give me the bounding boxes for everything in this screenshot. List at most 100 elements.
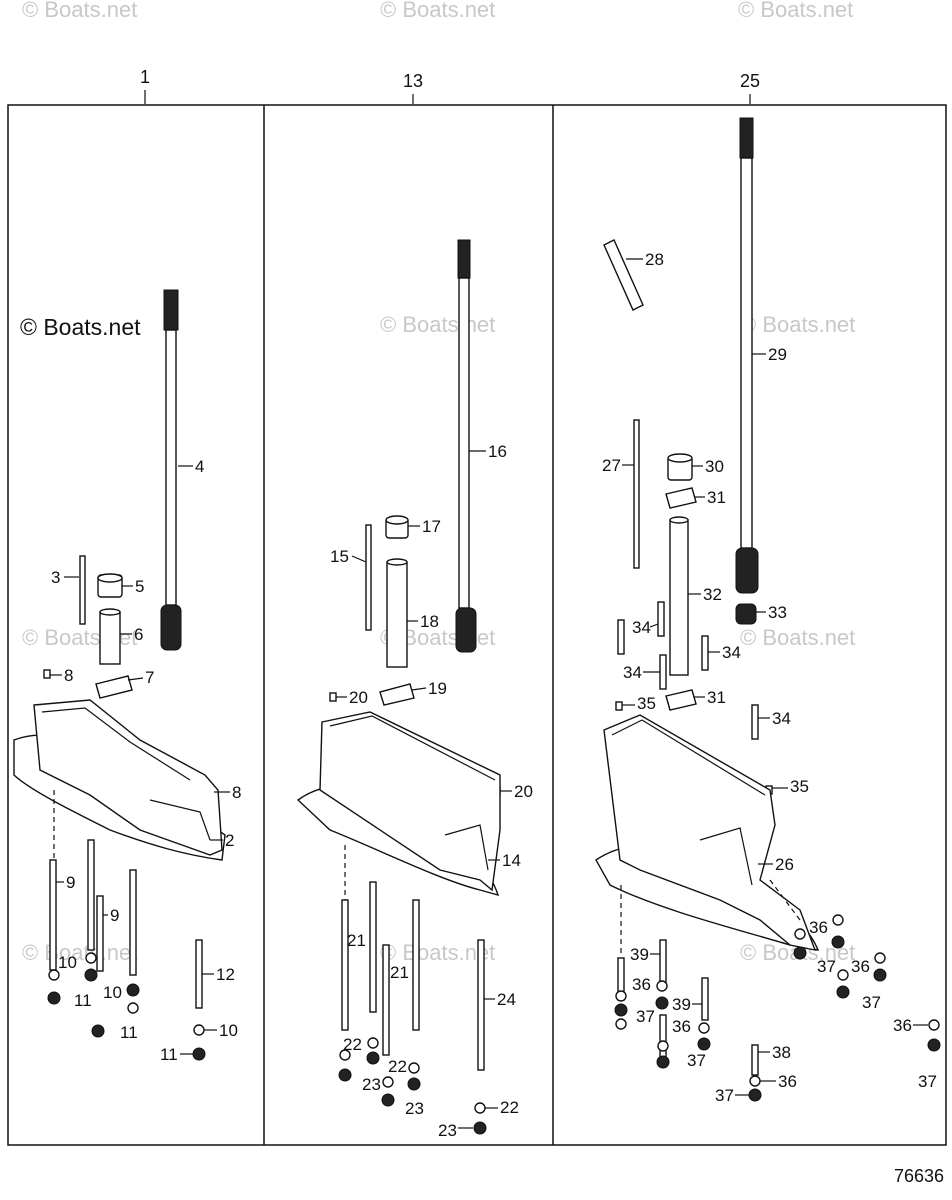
callout-21: 21 (347, 931, 366, 950)
figure-number: 76636 (894, 1166, 944, 1186)
callout-33: 33 (768, 603, 787, 622)
nut-37 (697, 1037, 711, 1051)
driveshaft-4 (160, 289, 182, 651)
stud-9 (129, 869, 137, 976)
callout-35: 35 (790, 777, 809, 796)
watermark-text: © Boats.net (380, 0, 495, 22)
watermark-text: © Boats.net (740, 625, 855, 650)
callout-11: 11 (160, 1045, 178, 1064)
callout-11: 11 (120, 1023, 138, 1042)
tube-6 (99, 611, 121, 665)
washer-22 (408, 1062, 420, 1074)
stud-9 (49, 859, 57, 971)
callout-11: 11 (74, 991, 92, 1010)
callout-36: 36 (893, 1016, 912, 1035)
callout-31: 31 (707, 488, 726, 507)
callout-20: 20 (349, 688, 368, 707)
callout-29: 29 (768, 345, 787, 364)
panel-headers: 1 13 25 (140, 67, 760, 104)
stud-12 (195, 939, 203, 1009)
callout-17: 17 (422, 517, 441, 536)
callout-36: 36 (851, 957, 870, 976)
watermark-text: © Boats.net (380, 312, 495, 337)
callout-3: 3 (51, 568, 60, 587)
callout-38: 38 (772, 1043, 791, 1062)
nut-11 (47, 991, 61, 1005)
driveshaft-housing-14 (296, 711, 501, 897)
nut-23 (473, 1121, 487, 1135)
nut-11 (91, 1024, 105, 1038)
callout-8: 8 (64, 666, 73, 685)
washer-36 (837, 969, 849, 981)
callout-14: 14 (502, 851, 521, 870)
nut-37 (655, 996, 669, 1010)
washer-36 (615, 1018, 627, 1030)
callout-37: 37 (687, 1051, 706, 1070)
callout-8: 8 (232, 783, 241, 802)
nut-23 (407, 1077, 421, 1091)
callout-19: 19 (428, 679, 447, 698)
callout-36: 36 (632, 975, 651, 994)
stud-21 (341, 899, 349, 1031)
callout-2: 2 (225, 831, 234, 850)
nut-11 (192, 1047, 206, 1061)
callout-36: 36 (778, 1072, 797, 1091)
washer-22 (382, 1076, 394, 1088)
washer-36 (698, 1022, 710, 1034)
stud-21 (369, 881, 377, 1013)
callout-22: 22 (343, 1035, 362, 1054)
callout-37: 37 (918, 1072, 937, 1091)
grommet-31 (665, 689, 697, 711)
nut-37 (656, 1055, 670, 1069)
callout-28: 28 (645, 250, 664, 269)
callout-7: 7 (145, 668, 154, 687)
nut-37 (748, 1088, 762, 1102)
washer-10 (127, 1002, 139, 1014)
driveshaft-housing-26 (595, 714, 820, 951)
stud-9 (96, 895, 104, 972)
callout-9: 9 (66, 873, 75, 892)
nut-37 (873, 968, 887, 982)
pin-3 (79, 555, 86, 625)
callout-4: 4 (195, 457, 204, 476)
driveshaft-29 (735, 117, 759, 594)
washer-22 (367, 1037, 379, 1049)
callout-36: 36 (672, 1017, 691, 1036)
locating-pin-20 (329, 692, 337, 702)
stud-21 (382, 944, 390, 1056)
callout-10: 10 (58, 953, 77, 972)
callout-23: 23 (438, 1121, 457, 1140)
part-28 (603, 239, 644, 311)
callout-27: 27 (602, 456, 621, 475)
nut-11 (126, 983, 140, 997)
panel-header-25: 25 (740, 71, 760, 91)
nut-37 (614, 1003, 628, 1017)
pin-15 (365, 524, 372, 631)
stud-39 (701, 977, 709, 1021)
callout-34: 34 (772, 709, 791, 728)
washer-10 (193, 1024, 205, 1036)
callout-6: 6 (134, 625, 143, 644)
callout-labels: 2 3 4 5 6 7 8 8 9 9 10 10 10 11 11 11 12… (50, 250, 937, 1140)
washer-36 (657, 1040, 669, 1052)
pin-34 (751, 704, 759, 740)
callout-32: 32 (703, 585, 722, 604)
washer-22 (339, 1049, 351, 1061)
seal-33 (735, 603, 757, 625)
callout-31: 31 (707, 688, 726, 707)
pin-34 (617, 619, 625, 655)
callout-37: 37 (715, 1086, 734, 1105)
callout-39: 39 (630, 945, 649, 964)
washer-36 (928, 1019, 940, 1031)
panel-header-1: 1 (140, 67, 150, 87)
panel-frame (7, 104, 947, 1146)
pin-34 (659, 654, 667, 690)
callout-20: 20 (514, 782, 533, 801)
panel-1-parts (13, 289, 226, 1061)
pin-34 (701, 635, 709, 671)
watermark-text: © Boats.net (738, 0, 853, 22)
washer-36 (615, 990, 627, 1002)
washer-36 (749, 1075, 761, 1087)
pin-27 (633, 419, 640, 569)
